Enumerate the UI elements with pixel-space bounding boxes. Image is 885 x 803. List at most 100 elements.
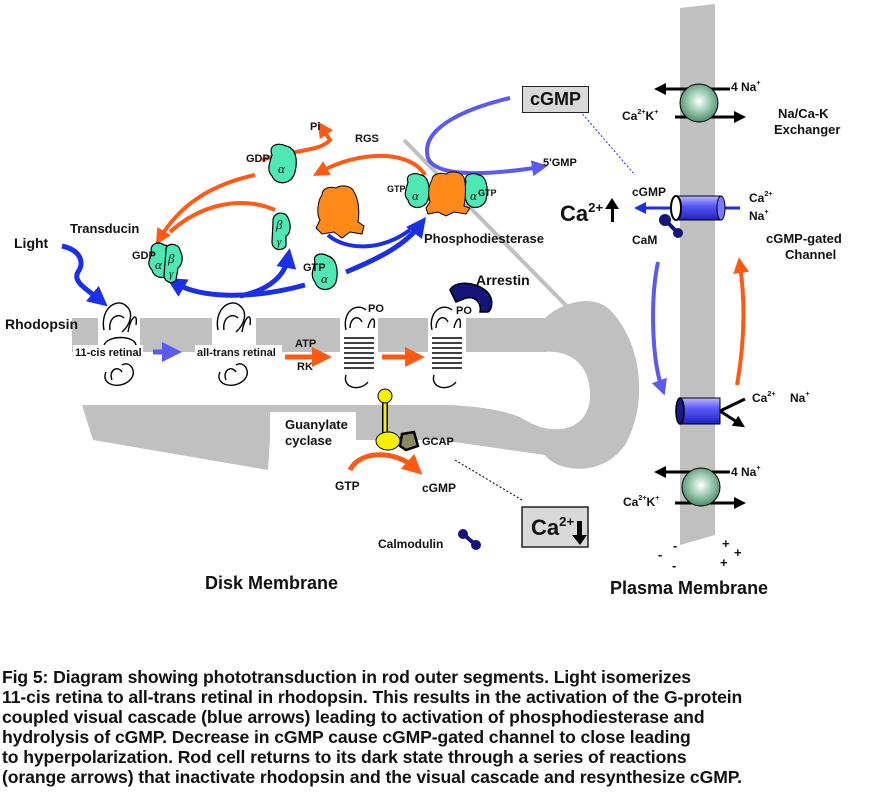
gcap-protein	[398, 430, 420, 452]
rhodopsin-arrestin-bound	[428, 305, 466, 390]
ca-charge: 2+	[637, 107, 646, 116]
k-text: K	[646, 495, 656, 509]
channel-close-arrow	[651, 261, 667, 396]
ca-text: Ca	[752, 391, 768, 405]
ca-up-arrow-icon	[605, 198, 619, 222]
cgmp-synthesis-arrow	[347, 452, 423, 475]
label-exchanger-name-2: Exchanger	[774, 122, 841, 137]
ca-down-arrow-icon	[572, 521, 587, 545]
channel-reopen-arrow	[733, 257, 750, 386]
na-charge: +	[756, 463, 761, 472]
ca-text: Ca	[622, 109, 638, 123]
alpha-symbol: α	[155, 257, 162, 272]
light-arrow	[61, 243, 108, 307]
alpha-symbol: α	[321, 271, 328, 286]
label-plasma-membrane: Plasma Membrane	[610, 578, 769, 598]
trans-retinal-bg	[195, 345, 282, 360]
label-arrestin: Arrestin	[476, 272, 530, 288]
label-all-trans-retinal: all-trans retinal	[197, 347, 276, 359]
caption-line: coupled visual cascade (blue arrows) lea…	[2, 707, 705, 727]
label-guanylate: Guanylate	[285, 417, 348, 432]
minus-sign: -	[673, 538, 678, 553]
label-atp: ATP	[295, 338, 317, 350]
beta-symbol: β	[168, 251, 175, 266]
plus-sign: +	[722, 536, 730, 551]
label-rgs: RGS	[355, 133, 379, 145]
label-pi: Pi	[310, 121, 321, 133]
label-transducin: Transducin	[70, 221, 140, 236]
na-text: Na	[790, 391, 806, 405]
gdp-recombine-arrow	[155, 173, 256, 245]
channel-closed	[675, 397, 746, 428]
na-charge: +	[805, 389, 810, 398]
exchanger-top	[654, 83, 746, 123]
cgmp-box-label: cGMP	[530, 89, 582, 109]
label-gdp-top: GDP	[246, 153, 270, 165]
label-cgmp-bottom: cGMP	[422, 481, 457, 495]
label-channel-ca: Ca2+	[749, 190, 773, 205]
label-light: Light	[14, 235, 49, 251]
pde-inactive	[315, 185, 365, 239]
caption-line: 11-cis retina to all-trans retinal in rh…	[2, 687, 743, 707]
na-charge: +	[756, 78, 761, 87]
rhodopsin-phosphorylated	[340, 305, 378, 390]
label-gtp-bottom: GTP	[335, 479, 360, 493]
ca-charge: 2+	[588, 200, 604, 215]
cis-retinal-bg	[73, 345, 143, 360]
k-charge: +	[654, 107, 659, 116]
label-channel-name-1: cGMP-gated	[766, 231, 842, 246]
figure-caption: Fig 5: Diagram showing phototransduction…	[2, 667, 885, 787]
k-text: K	[645, 109, 655, 123]
activation-arrow-to-betagamma	[239, 248, 297, 299]
betagamma-free	[271, 212, 291, 251]
minus-sign: -	[672, 558, 677, 573]
alpha-gtp-pde-left	[404, 173, 430, 209]
caption-line: to hyperpolarization. Rod cell returns t…	[2, 747, 687, 767]
alpha-symbol: α	[412, 188, 419, 203]
label-11-cis-retinal: 11-cis retinal	[75, 347, 142, 359]
activation-arrow-to-pde	[345, 217, 427, 275]
betagamma-left	[163, 243, 183, 284]
activation-arrow-to-gdp	[166, 277, 306, 298]
alpha-symbol: α	[278, 161, 285, 176]
arrestin-protein	[449, 282, 493, 313]
na-charge: +	[764, 207, 769, 216]
label-channel-cam: CaM	[632, 233, 658, 247]
ca-charge: 2+	[638, 493, 647, 502]
label-rk: RK	[297, 361, 313, 373]
label-exchanger-bottom-na: 4 Na+	[731, 463, 761, 479]
label-exchanger-name-1: Na/Ca-K	[778, 106, 829, 121]
label-disk-membrane: Disk Membrane	[205, 573, 339, 593]
label-calmodulin: Calmodulin	[378, 537, 444, 551]
guanylate-cyclase	[375, 388, 420, 452]
label-gtp-pde-left: GTP	[387, 184, 406, 194]
channel-open	[670, 195, 726, 221]
caption-line: Fig 5: Diagram showing phototransduction…	[2, 667, 691, 687]
label-closed-ca: Ca2+	[752, 389, 776, 405]
betagamma-recombine-arrow	[168, 201, 276, 234]
label-ca-up: Ca2+	[560, 200, 604, 226]
label-gtp-pde-right: GTP	[478, 188, 497, 198]
ca-charge: 2+	[767, 389, 776, 398]
label-cyclase: cyclase	[285, 433, 332, 448]
label-gtp-mid: GTP	[303, 262, 326, 274]
label-channel-cgmp: cGMP	[632, 185, 667, 199]
ca-text: Ca	[560, 201, 589, 226]
na-text: 4 Na	[731, 465, 757, 479]
guanylate-label-bg	[270, 412, 356, 452]
label-gcap: GCAP	[422, 436, 454, 448]
ca-text: Ca	[749, 191, 765, 205]
gcap-dashed-connector	[454, 459, 523, 501]
label-gdp-left: GDP	[132, 250, 156, 262]
alpha-symbol: α	[470, 188, 477, 203]
ca-text: Ca	[623, 495, 639, 509]
minus-sign: -	[658, 547, 663, 562]
label-exchanger-top-ca-k: Ca2+K+	[622, 107, 659, 123]
label-phosphodiesterase: Phosphodiesterase	[424, 231, 544, 246]
label-channel-na: Na+	[749, 207, 769, 222]
beta-symbol: β	[276, 217, 283, 232]
k-charge: +	[655, 493, 660, 502]
label-ca-down: Ca2+	[531, 514, 575, 539]
ca-charge: 2+	[559, 514, 575, 529]
alpha-gdp-top	[268, 143, 297, 184]
